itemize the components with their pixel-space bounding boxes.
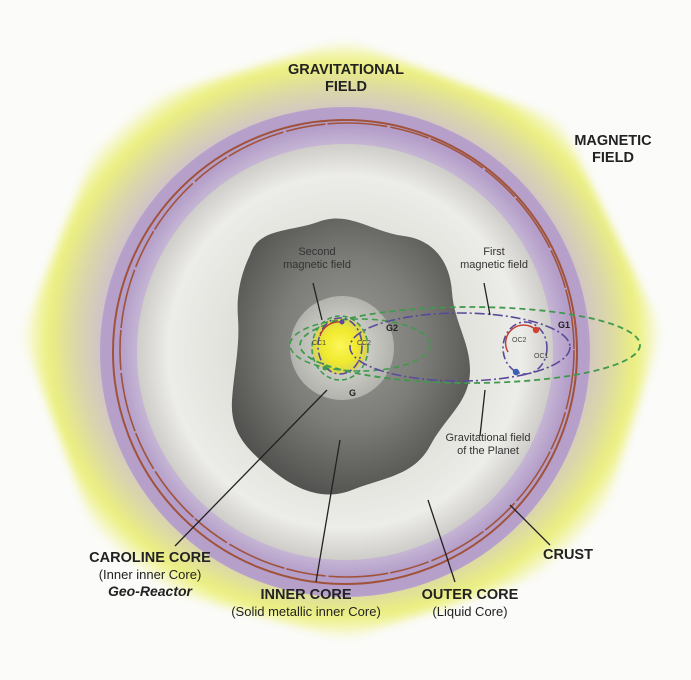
oc-ellipse — [502, 321, 548, 375]
caroline-core-shape — [312, 318, 368, 374]
crust-line-inner — [119, 122, 575, 578]
crust-line-outer — [112, 119, 578, 585]
g2-ellipse — [289, 318, 431, 372]
magnetic-field-ellipse — [349, 312, 571, 382]
g-ellipse — [311, 315, 369, 381]
gravitational-field-planet-ellipse — [299, 306, 641, 384]
gravitational-field-label: GRAVITATIONAL FIELD — [288, 62, 404, 96]
inner-core-label: INNER CORE (Solid metallic inner Core) — [231, 587, 381, 620]
oc-arc — [504, 324, 537, 353]
oc1-label: OC1 — [534, 353, 549, 360]
g2-label: G2 — [386, 323, 399, 333]
caroline-core-label: CAROLINE CORE (Inner inner Core) Geo-Rea… — [89, 550, 211, 599]
cc2-label: CC2 — [357, 340, 372, 347]
cc-dot-bottom — [322, 365, 328, 371]
leader-lines — [174, 282, 551, 583]
outer-core-label: OUTER CORE (Liquid Core) — [421, 587, 519, 620]
oc-dot-blue — [512, 368, 520, 376]
crust-label: CRUST — [543, 547, 593, 563]
first-magnetic-field-label: First magnetic field — [460, 246, 528, 272]
oc-dot-red — [532, 326, 540, 334]
second-magnetic-field-label: Second magnetic field — [283, 246, 351, 272]
g-label: G — [349, 388, 357, 398]
cc1-label: CC1 — [312, 340, 327, 347]
second-magnetic-ellipse — [317, 317, 363, 375]
gravitational-field-planet-label: Gravitational field of the Planet — [445, 432, 531, 458]
cc-dot-top — [339, 319, 345, 325]
magnetic-field-label: MAGNETIC FIELD — [574, 133, 652, 167]
oc2-label: OC2 — [512, 337, 527, 344]
g1-label: G1 — [558, 320, 571, 330]
